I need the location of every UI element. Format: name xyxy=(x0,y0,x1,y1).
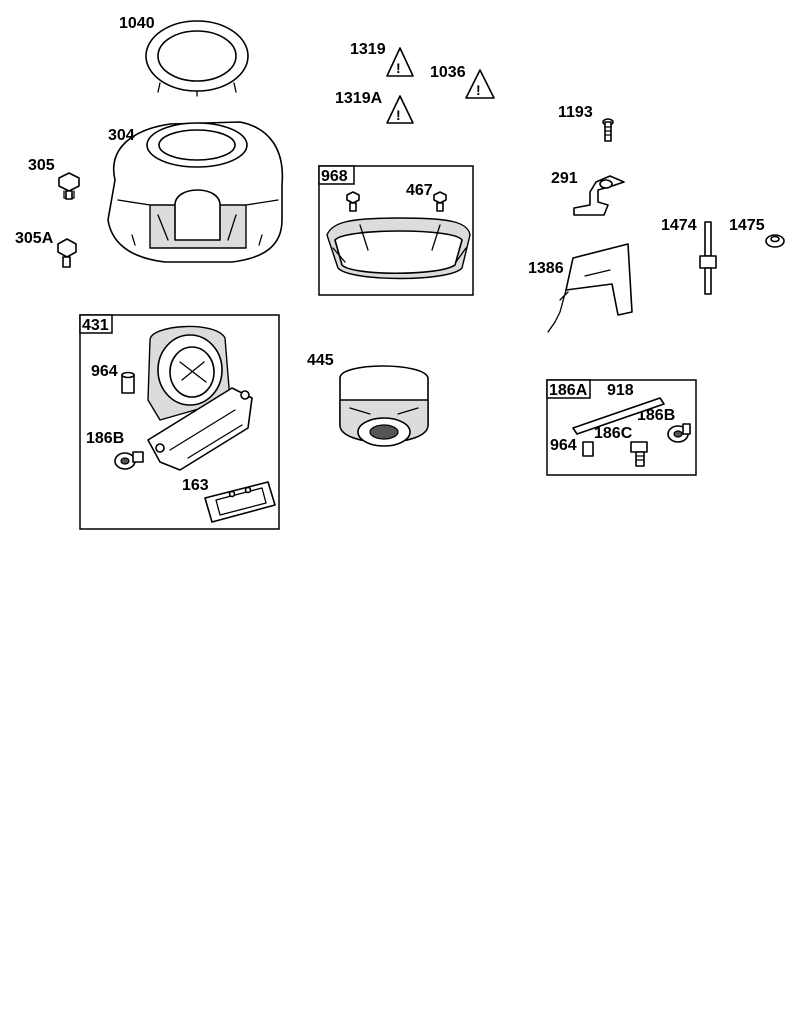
label-968: 968 xyxy=(321,168,348,185)
kit-431-box: 431 964 186B xyxy=(79,314,280,530)
part-305A-screw xyxy=(57,238,77,268)
part-1475-nut xyxy=(765,234,785,248)
warning-triangle-1036: ! xyxy=(465,69,495,99)
svg-text:!: ! xyxy=(396,107,401,123)
part-467-screw xyxy=(346,191,447,212)
part-291-bracket xyxy=(573,175,625,216)
part-186C-fitting xyxy=(630,441,648,467)
label-186B-kit431: 186B xyxy=(86,430,124,447)
label-964-kit186A: 964 xyxy=(550,437,577,454)
warning-triangle-1319A: ! xyxy=(386,95,414,124)
label-1475: 1475 xyxy=(729,217,765,234)
part-305-screw xyxy=(58,172,80,200)
part-1474-stud xyxy=(699,221,717,295)
label-964-kit431: 964 xyxy=(91,363,118,380)
label-186C: 186C xyxy=(594,425,633,442)
label-1474: 1474 xyxy=(661,217,697,234)
label-1319A: 1319A xyxy=(335,90,383,107)
label-305: 305 xyxy=(28,157,55,174)
label-431: 431 xyxy=(82,317,109,334)
part-431-air-cleaner-base xyxy=(147,325,253,471)
label-1040: 1040 xyxy=(119,15,155,32)
label-1319: 1319 xyxy=(350,41,386,58)
label-186B-kit186A: 186B xyxy=(637,407,675,424)
svg-text:!: ! xyxy=(476,82,481,98)
part-186B-fitting-kit186A xyxy=(667,423,691,443)
label-467: 467 xyxy=(406,182,433,199)
label-1036: 1036 xyxy=(430,64,466,81)
part-445-air-filter xyxy=(339,365,429,447)
part-163-gasket xyxy=(204,481,276,523)
part-964-sleeve xyxy=(121,371,135,394)
part-1386-baffle xyxy=(547,243,633,333)
label-186A: 186A xyxy=(549,382,588,399)
label-304: 304 xyxy=(108,127,135,144)
label-1193: 1193 xyxy=(558,104,593,121)
svg-text:!: ! xyxy=(396,60,401,76)
label-445: 445 xyxy=(307,352,334,369)
kit-186A-box: 186A 918 186B 186C 964 xyxy=(546,379,697,476)
label-291: 291 xyxy=(551,170,578,187)
part-968-cover xyxy=(326,217,471,280)
label-1386: 1386 xyxy=(528,260,564,277)
warning-triangle-1319: ! xyxy=(386,47,414,77)
part-918-tube xyxy=(572,397,665,435)
label-163: 163 xyxy=(182,477,209,494)
part-304-blower-housing xyxy=(107,121,284,263)
part-1193-bolt xyxy=(602,118,614,142)
kit-968-box: 968 467 xyxy=(318,165,474,296)
label-305A: 305A xyxy=(15,230,54,247)
label-918: 918 xyxy=(607,382,634,399)
part-186B-fitting xyxy=(114,451,144,470)
part-1040-ring xyxy=(145,20,249,97)
part-964-sleeve-kit186A xyxy=(582,441,594,457)
